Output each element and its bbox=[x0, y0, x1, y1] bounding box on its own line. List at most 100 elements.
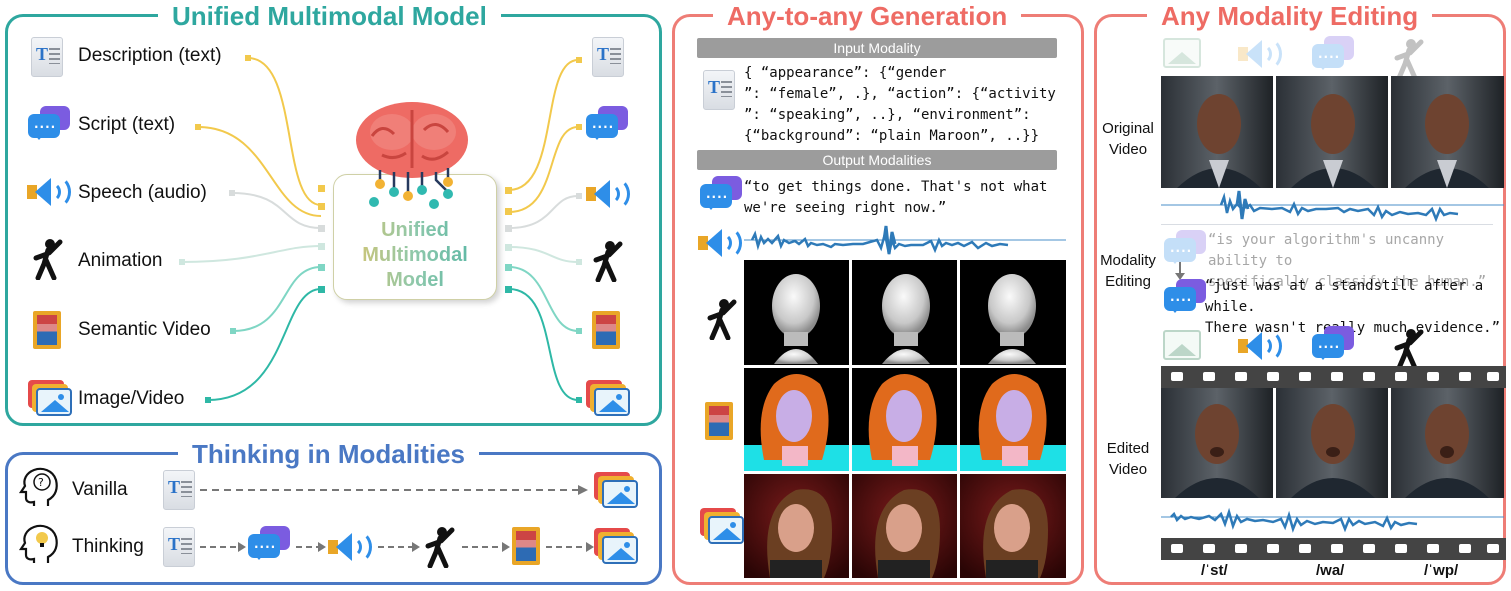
portrait-icon bbox=[705, 402, 733, 440]
json-line-2: ”: “female”, .}, “action”: {“activity bbox=[744, 86, 1056, 102]
script-line-1: “to get things done. That's not what bbox=[744, 179, 1048, 195]
input-label-speech: Speech (audio) bbox=[78, 182, 207, 203]
json-description: { “appearance”: {“gender ”: “female”, .}… bbox=[744, 63, 1056, 147]
row-label-thinking: Thinking bbox=[72, 536, 144, 557]
thinking-title: Thinking in Modalities bbox=[178, 439, 479, 469]
center-line-3: Model bbox=[386, 269, 444, 291]
figure-icon bbox=[425, 527, 455, 568]
original-label-line-2: Video bbox=[1108, 141, 1148, 158]
chat-bubble-icon bbox=[1312, 326, 1354, 364]
any-to-any-title: Any-to-any Generation bbox=[713, 1, 1022, 31]
segmentation-row bbox=[744, 368, 1066, 471]
output-frames-grid bbox=[744, 260, 1066, 578]
edited-label-line-2: Video bbox=[1108, 461, 1148, 478]
old-quote-line-1: “is your algorithm's uncanny ability to bbox=[1208, 232, 1445, 269]
text-document-icon bbox=[163, 470, 195, 510]
row-label-vanilla: Vanilla bbox=[72, 479, 128, 500]
chat-bubble-icon bbox=[1312, 36, 1354, 74]
chat-bubble-icon bbox=[1164, 279, 1206, 317]
phoneme-2: /wa/ bbox=[1316, 562, 1345, 579]
image-icon bbox=[1163, 38, 1201, 68]
unified-connections bbox=[179, 55, 582, 403]
unified-model-title: Unified Multimodal Model bbox=[158, 1, 501, 31]
output-modalities-bar: Output Modalities bbox=[697, 150, 1057, 170]
modality-label-line-1: Modality bbox=[1100, 252, 1156, 269]
speaker-icon bbox=[328, 529, 372, 565]
down-arrow bbox=[1175, 262, 1185, 280]
text-document-icon bbox=[31, 37, 63, 77]
chat-bubble-icon bbox=[248, 526, 290, 564]
image-icon bbox=[1163, 330, 1201, 360]
modality-editing-title: Any Modality Editing bbox=[1147, 1, 1433, 31]
portrait-icon bbox=[592, 311, 620, 349]
text-document-icon bbox=[703, 70, 735, 110]
chat-bubble-icon bbox=[700, 176, 742, 214]
speaker-icon bbox=[1238, 36, 1282, 72]
new-quote-line-1: “just was at a standstill after a while. bbox=[1205, 278, 1484, 315]
image-stack-icon bbox=[28, 380, 72, 418]
figure-icon bbox=[1394, 39, 1424, 80]
brain-icon bbox=[356, 102, 468, 209]
edited-audio-waveform bbox=[1161, 507, 1504, 533]
script-line-2: we're seeing right now.” bbox=[744, 200, 947, 216]
thinking-arrows bbox=[200, 542, 594, 552]
center-line-2: Multimodal bbox=[362, 244, 468, 266]
chat-bubble-icon bbox=[586, 106, 628, 144]
input-label-semantic-video: Semantic Video bbox=[78, 319, 211, 340]
audio-waveform bbox=[744, 225, 1066, 255]
json-line-3: ”: “speaking”, ..}, “environment”: bbox=[744, 107, 1031, 123]
original-video-frames bbox=[1161, 76, 1504, 188]
original-audio-waveform bbox=[1161, 190, 1504, 222]
input-label-description: Description (text) bbox=[78, 45, 222, 66]
modality-label-line-2: Editing bbox=[1105, 273, 1151, 290]
image-stack-icon bbox=[594, 528, 638, 566]
edited-video-label: Edited Video bbox=[1096, 438, 1160, 480]
speaker-icon bbox=[698, 225, 742, 261]
image-stack-icon bbox=[594, 472, 638, 510]
portrait-icon bbox=[512, 527, 540, 565]
image-stack-icon bbox=[700, 508, 744, 546]
rgb-video-row bbox=[744, 474, 1066, 578]
figure-icon bbox=[33, 239, 63, 280]
input-modality-bar: Input Modality bbox=[697, 38, 1057, 58]
json-line-4: {“background”: “plain Maroon”, ..}} bbox=[744, 128, 1040, 144]
thinking-panel: Thinking in Modalities bbox=[5, 439, 662, 585]
chat-bubble-icon bbox=[1164, 230, 1206, 268]
figure-icon bbox=[707, 299, 737, 340]
json-line-1: { “appearance”: {“gender bbox=[744, 65, 947, 81]
text-document-icon bbox=[163, 527, 195, 567]
unified-model-panel: Unified Multimodal Model bbox=[5, 1, 662, 426]
speaker-icon bbox=[1238, 328, 1282, 364]
phoneme-1: /ˈst/ bbox=[1201, 562, 1228, 579]
mesh-row bbox=[744, 260, 1066, 365]
head-idea-icon bbox=[18, 524, 58, 563]
figure-icon bbox=[1394, 329, 1424, 370]
svg-text:?: ? bbox=[38, 476, 44, 489]
film-strip-bottom bbox=[1161, 538, 1506, 560]
phoneme-3: /ˈwp/ bbox=[1424, 562, 1459, 579]
speaker-icon bbox=[586, 176, 630, 212]
divider bbox=[1161, 224, 1493, 225]
input-label-image-video: Image/Video bbox=[78, 388, 185, 409]
speaker-icon bbox=[27, 174, 71, 210]
unified-model-center-label: Unified Multimodal Model bbox=[333, 218, 497, 293]
original-video-label: Original Video bbox=[1096, 118, 1160, 160]
figure-icon bbox=[593, 241, 623, 282]
original-label-line-1: Original bbox=[1102, 120, 1154, 137]
image-stack-icon bbox=[586, 380, 630, 418]
film-strip-top bbox=[1161, 366, 1506, 388]
vanilla-arrow bbox=[200, 485, 588, 495]
old-quote-line-2: specifically classify the human.” bbox=[1208, 274, 1487, 290]
input-label-script: Script (text) bbox=[78, 114, 176, 135]
center-line-1: Unified bbox=[381, 219, 449, 241]
modality-editing-label: Modality Editing bbox=[1096, 250, 1160, 292]
text-document-icon bbox=[592, 37, 624, 77]
portrait-icon bbox=[33, 311, 61, 349]
edited-video-frames bbox=[1161, 388, 1504, 498]
head-question-icon: ? bbox=[18, 467, 58, 506]
input-label-animation: Animation bbox=[78, 250, 163, 271]
edited-script: “just was at a standstill after a while.… bbox=[1205, 276, 1511, 339]
generated-script: “to get things done. That's not what we'… bbox=[744, 177, 1047, 219]
original-script: “is your algorithm's uncanny ability to … bbox=[1208, 230, 1511, 293]
chat-bubble-icon bbox=[28, 106, 70, 144]
